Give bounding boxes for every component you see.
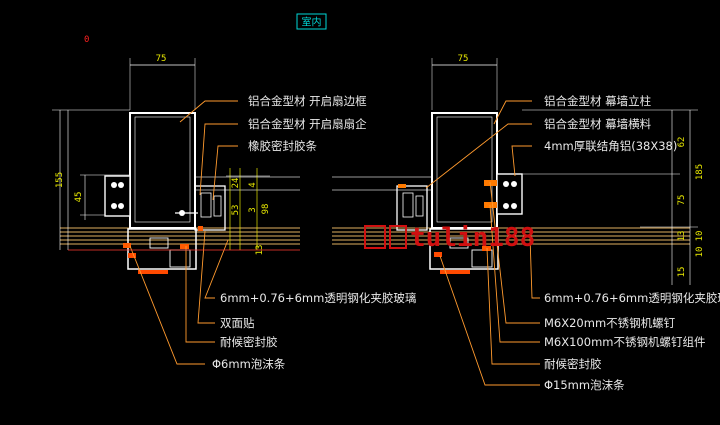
left-dim-overall: 155: [55, 172, 65, 188]
left-dim-24: 24: [231, 178, 241, 189]
right-label-sealant: 耐候密封胶: [544, 357, 602, 371]
left-label-edge-frame: 铝合金型材 开启扇边框: [248, 94, 367, 108]
left-dim-4: 4: [248, 182, 258, 187]
right-dim-10b: 10: [695, 247, 705, 258]
left-label-tape: 双面贴: [220, 316, 255, 330]
left-dim-inner: 45: [74, 192, 84, 203]
left-label-foam: Φ6mm泡沫条: [212, 357, 286, 371]
room-label-box: [296, 13, 327, 30]
room-label: 室内: [302, 16, 322, 29]
right-label-foam: Φ15mm泡沫条: [544, 378, 625, 392]
left-dim-width: 75: [156, 54, 167, 64]
right-label-screw-20: M6X20mm不锈钢机螺钉: [544, 316, 676, 330]
watermark-text: tulin188: [410, 223, 535, 253]
right-dim-width: 75: [458, 54, 469, 64]
right-dim-185: 185: [695, 164, 705, 180]
right-label-transom: 铝合金型材 幕墙横料: [544, 117, 652, 131]
right-dim-10a: 10: [695, 231, 705, 242]
right-detail: 75 62: [332, 54, 720, 392]
left-label-sealant: 耐候密封胶: [220, 335, 278, 349]
left-label-rubber-strip: 橡胶密封胶条: [248, 139, 317, 153]
watermark-glyph-2: [389, 225, 407, 249]
left-dim-53: 53: [231, 205, 241, 216]
right-label-screw-100: M6X100mm不锈钢机螺钉组件: [544, 335, 705, 349]
right-dim-62: 62: [677, 137, 687, 148]
right-label-glass: 6mm+0.76+6mm透明钢化夹胶玻璃: [544, 291, 720, 305]
right-dim-15: 15: [677, 267, 687, 278]
marker-zero: 0: [84, 35, 89, 45]
right-label-angle: 4mm厚联结角铝(38X38): [544, 139, 677, 153]
right-dim-75: 75: [677, 195, 687, 206]
watermark-glyph-1: [364, 225, 386, 249]
left-dim-98: 98: [261, 204, 271, 215]
right-label-mullion: 铝合金型材 幕墙立柱: [544, 94, 652, 108]
left-label-glass: 6mm+0.76+6mm透明钢化夹胶玻璃: [220, 291, 416, 305]
right-dim-13: 13: [677, 231, 687, 242]
left-detail: 75 155 45: [52, 54, 416, 371]
left-label-sash-mullion: 铝合金型材 开启扇扇企: [248, 117, 367, 131]
left-dim-3: 3: [248, 207, 258, 212]
